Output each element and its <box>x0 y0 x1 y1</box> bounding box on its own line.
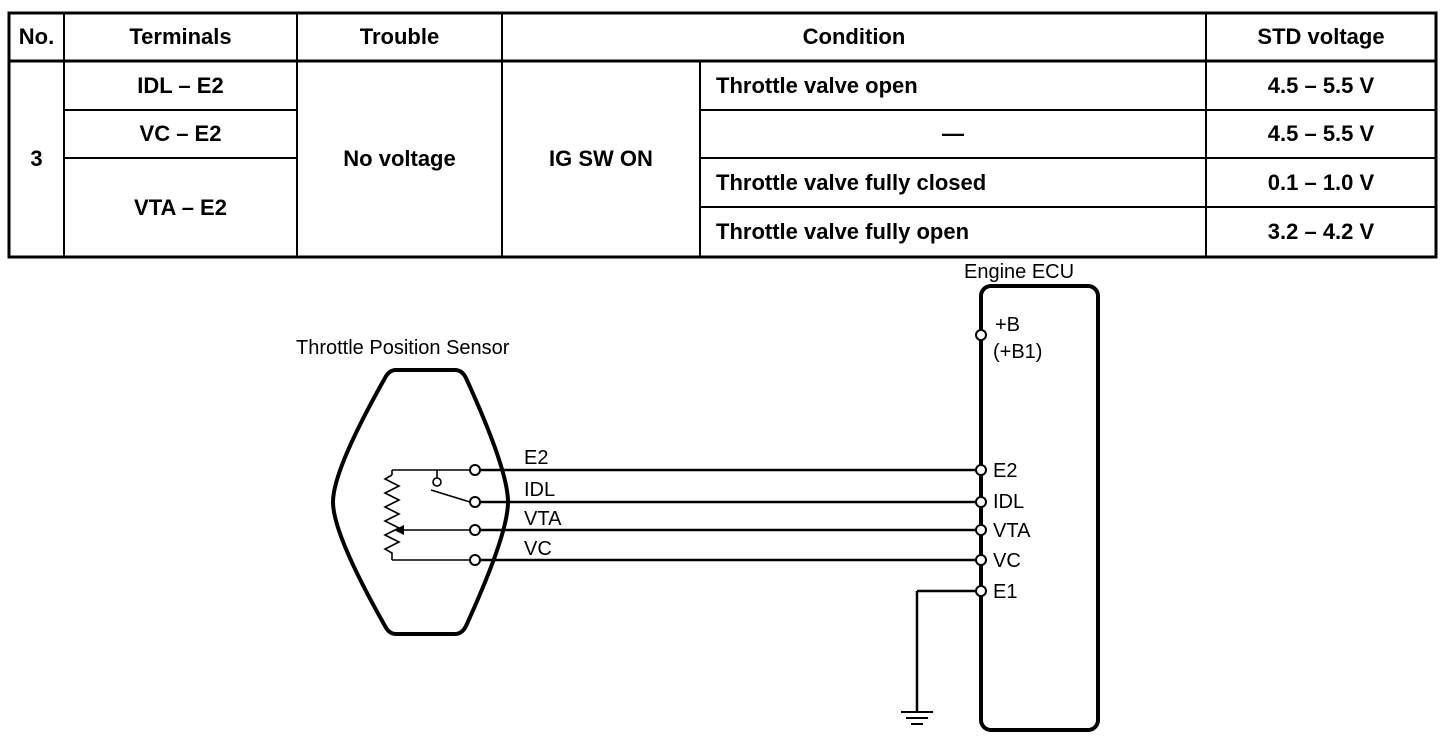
sensor-terminal-label: E2 <box>524 447 549 469</box>
terminal-cell: VTA – E2 <box>134 194 227 220</box>
header-no: No. <box>18 24 55 49</box>
trouble-cell: No voltage <box>343 146 456 171</box>
ecu-terminal-label: VTA <box>993 520 1031 542</box>
sensor-terminal-label: VC <box>524 538 552 560</box>
sensor-terminal-label: VTA <box>524 508 562 530</box>
table-grid <box>7 11 1438 259</box>
header-std-voltage: STD voltage <box>1257 24 1385 49</box>
sensor-title: Throttle Position Sensor <box>296 337 510 359</box>
ecu-terminal-label: VC <box>993 550 1021 572</box>
ecu-terminal-label: E2 <box>993 460 1018 482</box>
ecu-title: Engine ECU <box>964 261 1075 283</box>
sensor-terminal-circles <box>469 464 481 566</box>
voltage-cell: 0.1 – 1.0 V <box>1267 169 1375 195</box>
idl-switch <box>430 470 475 503</box>
sensor-housing <box>330 368 511 636</box>
ig-switch-cell: IG SW ON <box>549 146 653 171</box>
voltage-cell: 3.2 – 4.2 V <box>1267 219 1375 244</box>
ecu-terminal-label: IDL <box>993 491 1025 513</box>
sensor-resistor <box>383 469 475 561</box>
ecu-terminal-label: E1 <box>993 581 1018 603</box>
condition-cell: — <box>942 121 964 146</box>
ecu-terminal-circles <box>975 329 987 597</box>
condition-cell: Throttle valve fully open <box>716 219 970 244</box>
signal-wires <box>475 468 981 562</box>
voltage-cell: 4.5 – 5.5 V <box>1267 72 1375 98</box>
ground-wire <box>915 589 976 712</box>
terminal-cell: VC – E2 <box>139 121 222 146</box>
sensor-terminal-label: IDL <box>524 479 556 501</box>
condition-cell: Throttle valve fully closed <box>716 169 987 195</box>
ground-icon <box>901 711 933 725</box>
condition-cell: Throttle valve open <box>716 72 918 98</box>
ecu-power-label: +B <box>995 314 1021 336</box>
voltage-cell: 4.5 – 5.5 V <box>1267 121 1375 146</box>
header-trouble: Trouble <box>359 24 440 49</box>
terminal-cell: IDL – E2 <box>137 72 224 98</box>
wiper-arrow-icon <box>394 525 404 535</box>
row-no: 3 <box>30 146 43 171</box>
header-condition: Condition <box>802 24 906 49</box>
header-terminals: Terminals <box>129 24 232 49</box>
ecu-power-alt-label: (+B1) <box>993 341 1043 363</box>
